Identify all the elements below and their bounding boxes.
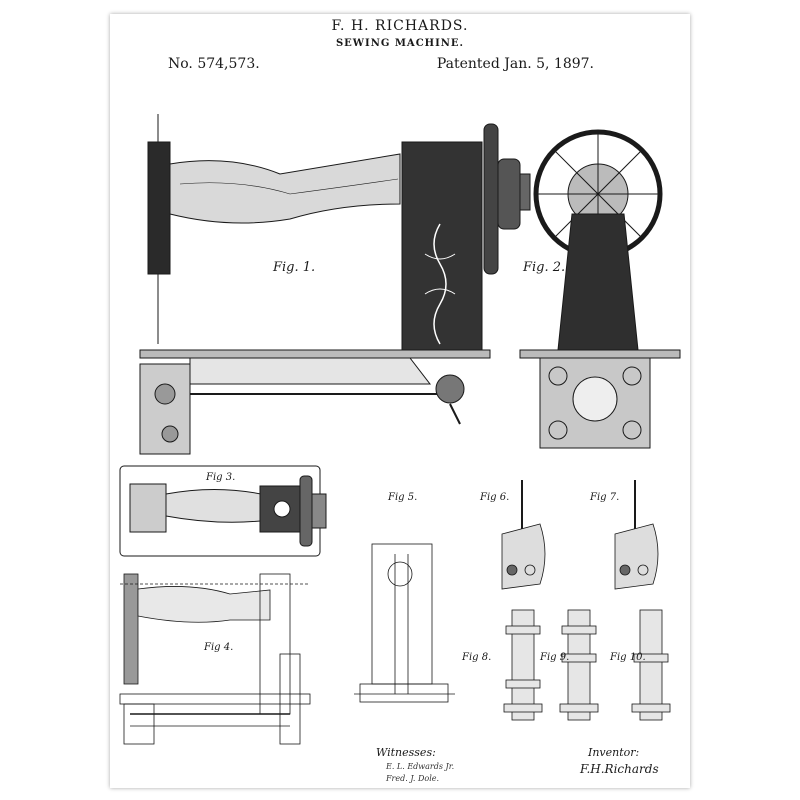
fig3-label: Fig 3. bbox=[206, 472, 236, 483]
fig1-arm-shade bbox=[179, 178, 399, 195]
fig4-bed bbox=[119, 693, 311, 705]
fig1-bed bbox=[139, 349, 491, 359]
fig7-pin-2 bbox=[637, 564, 649, 576]
fig9-label: Fig 9. bbox=[540, 652, 570, 663]
fig9-collar-3 bbox=[559, 703, 599, 713]
fig1-arm bbox=[169, 153, 401, 224]
patent-number: No. 574,573. bbox=[168, 56, 260, 72]
fig2-label: Fig. 2. bbox=[523, 260, 566, 275]
fig2-bolt-2 bbox=[622, 366, 642, 386]
patent-date: Patented Jan. 5, 1897. bbox=[436, 56, 594, 72]
fig2-drawing bbox=[519, 129, 681, 449]
fig3-pulley bbox=[311, 493, 327, 529]
fig8-label: Fig 8. bbox=[462, 652, 492, 663]
fig10-label: Fig 10. bbox=[610, 652, 646, 663]
fig1-ornament bbox=[433, 223, 447, 345]
fig1-pulley-hub bbox=[519, 173, 531, 211]
fig9-collar-2 bbox=[561, 653, 597, 663]
fig6-pin-1 bbox=[506, 564, 518, 576]
fig1-looper-gear bbox=[154, 383, 176, 405]
witnesses-label: Witnesses: bbox=[376, 746, 436, 759]
fig5-label: Fig 5. bbox=[388, 492, 418, 503]
fig1-drive-gear bbox=[435, 374, 465, 404]
fig2-feed-disk bbox=[572, 376, 618, 422]
fig4-label: Fig 4. bbox=[204, 642, 234, 653]
fig2-bolt-4 bbox=[622, 420, 642, 440]
fig1-pillar bbox=[401, 141, 483, 355]
fig2-pillar bbox=[557, 213, 639, 351]
fig8-spindle bbox=[511, 609, 535, 721]
fig1-label: Fig. 1. bbox=[273, 260, 316, 275]
fig7-body bbox=[614, 523, 659, 590]
fig9-drawing bbox=[559, 609, 599, 721]
fig6-body bbox=[501, 523, 546, 590]
fig1-ornament-2 bbox=[424, 253, 456, 295]
fig3-arm bbox=[165, 488, 271, 523]
fig3-boss bbox=[273, 500, 291, 518]
fig1-drawing bbox=[139, 114, 531, 455]
fig1-drive-link bbox=[449, 403, 461, 425]
fig2-bolt-3 bbox=[548, 420, 568, 440]
fig2-spoke-4 bbox=[553, 149, 643, 239]
fig5-circle bbox=[387, 561, 413, 587]
fig2-bed bbox=[519, 349, 681, 359]
fig4-arm bbox=[137, 586, 271, 623]
inventor-name: F. H. RICHARDS. bbox=[331, 18, 469, 34]
fig1-handwheel bbox=[483, 123, 499, 275]
fig10-collar-2 bbox=[631, 703, 671, 713]
fig10-spindle bbox=[639, 609, 663, 721]
fig4-looper-housing bbox=[123, 703, 155, 745]
fig1-pulley bbox=[497, 158, 521, 230]
patent-sheet: F. H. RICHARDS. SEWING MACHINE. No. 574,… bbox=[110, 14, 690, 788]
fig1-under-arm bbox=[189, 357, 432, 385]
fig3-wheel bbox=[299, 475, 313, 547]
fig8-collar-2 bbox=[505, 679, 541, 689]
fig6-drawing bbox=[501, 480, 546, 590]
inventor-signature: F.H.Richards bbox=[580, 762, 659, 776]
fig6-label: Fig 6. bbox=[480, 492, 510, 503]
fig3-head bbox=[129, 483, 167, 533]
fig8-collar-3 bbox=[503, 703, 543, 713]
fig3-drawing bbox=[119, 465, 327, 557]
patent-title: SEWING MACHINE. bbox=[335, 38, 465, 49]
fig7-pin-1 bbox=[619, 564, 631, 576]
patent-drawing bbox=[119, 114, 681, 745]
witness-1-signature: E. L. Edwards Jr. bbox=[386, 762, 455, 771]
witness-2-signature: Fred. J. Dole. bbox=[386, 774, 440, 783]
fig7-label: Fig 7. bbox=[590, 492, 620, 503]
fig10-collar-1 bbox=[633, 653, 669, 663]
fig1-looper-gear-2 bbox=[161, 425, 179, 443]
inventor-label: Inventor: bbox=[588, 746, 640, 759]
fig1-head bbox=[147, 141, 171, 275]
fig5-frame bbox=[371, 543, 433, 685]
fig4-drawing bbox=[119, 573, 311, 745]
fig7-drawing bbox=[614, 480, 659, 590]
fig4-frame bbox=[279, 653, 301, 745]
fig9-spindle bbox=[567, 609, 591, 721]
fig5-base bbox=[359, 683, 449, 703]
fig9-collar-1 bbox=[561, 625, 597, 635]
fig8-collar-1 bbox=[505, 625, 541, 635]
fig10-drawing bbox=[631, 609, 671, 721]
fig6-pin-2 bbox=[524, 564, 536, 576]
fig2-bolt-1 bbox=[548, 366, 568, 386]
fig8-drawing bbox=[503, 609, 543, 721]
fig5-drawing bbox=[354, 543, 455, 703]
fig4-head bbox=[123, 573, 139, 685]
